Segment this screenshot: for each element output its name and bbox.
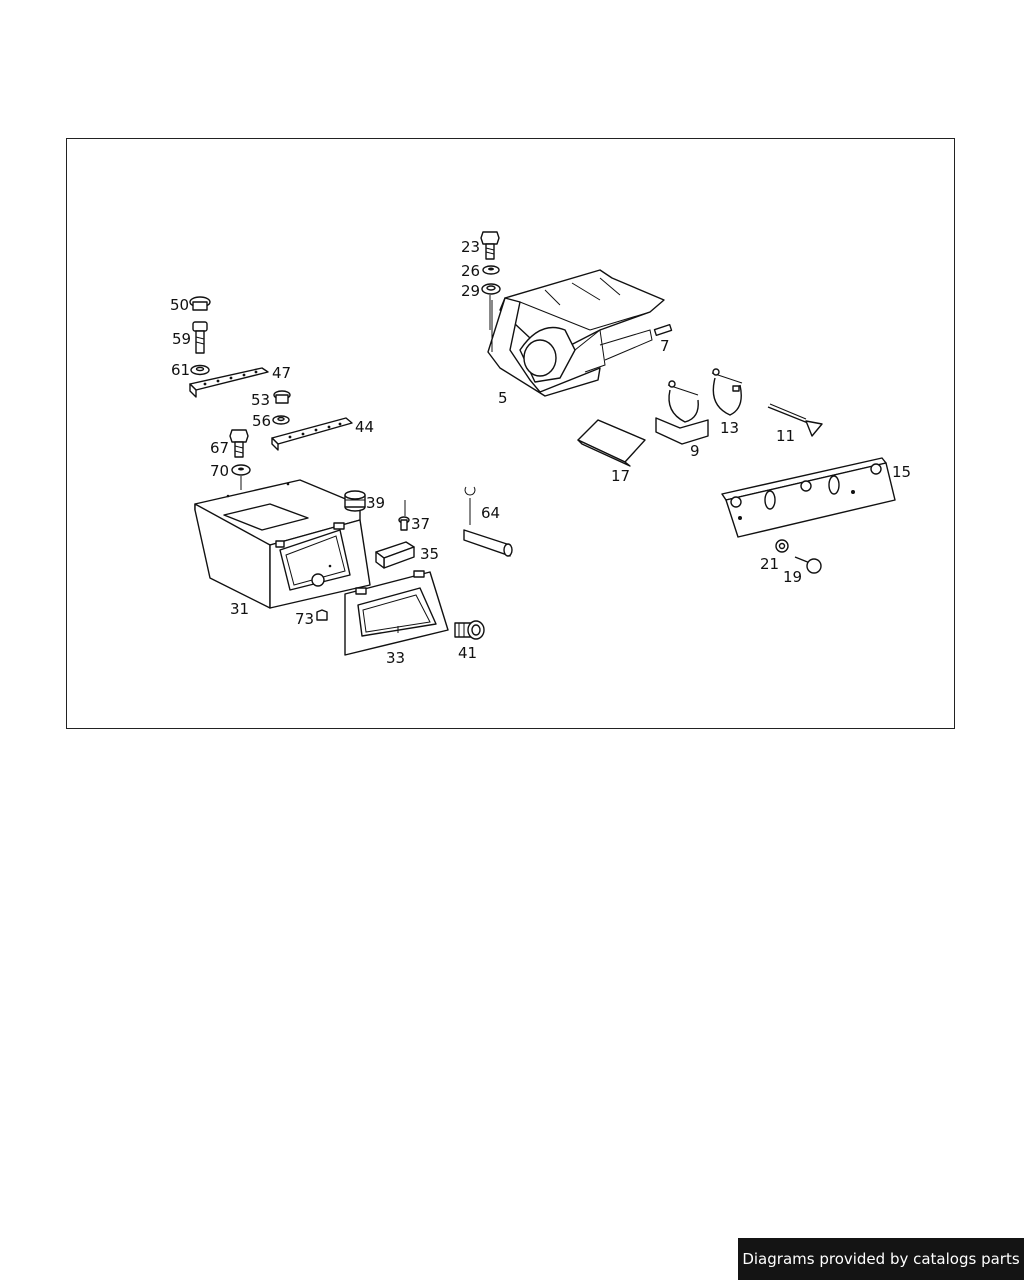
label-29: 29 [461, 282, 480, 300]
part-21-nut [775, 539, 789, 553]
label-7: 7 [660, 337, 670, 355]
part-39-grommet [344, 490, 366, 512]
parts-diagram: 23 26 29 7 5 50 59 61 47 53 56 44 67 70 … [170, 231, 911, 667]
label-13: 13 [720, 419, 739, 437]
part-15-bar [721, 457, 896, 538]
label-23: 23 [461, 238, 480, 256]
label-37: 37 [411, 515, 430, 533]
part-9-clamp [655, 380, 709, 445]
part-labels: 23 26 29 7 5 50 59 61 47 53 56 44 67 70 … [170, 238, 911, 667]
part-70-washer [231, 464, 251, 476]
part-5-bracket [487, 269, 665, 397]
label-64: 64 [481, 504, 500, 522]
part-33-door [344, 570, 449, 656]
part-73-clip [316, 609, 328, 621]
part-13-clamp [711, 368, 743, 416]
part-23-bolt [480, 231, 500, 260]
label-17: 17 [611, 467, 630, 485]
part-17-tray [577, 419, 646, 467]
diagram-frame [66, 138, 955, 729]
label-19: 19 [783, 568, 802, 586]
part-47-rail [189, 367, 269, 398]
label-5: 5 [498, 389, 508, 407]
label-50: 50 [170, 296, 189, 314]
label-44: 44 [355, 418, 374, 436]
part-56-washer [272, 415, 290, 425]
label-39: 39 [366, 494, 385, 512]
part-50-cap [189, 296, 211, 311]
label-53: 53 [251, 391, 270, 409]
label-9: 9 [690, 442, 700, 460]
part-67-bolt [229, 429, 249, 458]
part-26-washer [482, 265, 500, 275]
part-44-rail [271, 417, 353, 451]
part-59-screw [192, 321, 208, 354]
label-73: 73 [295, 610, 314, 628]
label-67: 67 [210, 439, 229, 457]
label-35: 35 [420, 545, 439, 563]
part-19-bolt [794, 556, 822, 574]
part-37-rivet [398, 500, 410, 531]
label-41: 41 [458, 644, 477, 662]
label-26: 26 [461, 262, 480, 280]
label-21: 21 [760, 555, 779, 573]
label-15: 15 [892, 463, 911, 481]
part-41-bushing [454, 620, 485, 640]
part-7-pin [653, 323, 673, 337]
label-59: 59 [172, 330, 191, 348]
part-64-strip [463, 486, 513, 557]
label-11: 11 [776, 427, 795, 445]
part-29-washer [481, 283, 501, 295]
credit-banner[interactable]: Diagrams provided by catalogs parts [738, 1238, 1024, 1280]
label-61: 61 [171, 361, 190, 379]
part-31-box [194, 479, 371, 609]
part-61-washer [190, 364, 210, 376]
label-47: 47 [272, 364, 291, 382]
label-31: 31 [230, 600, 249, 618]
label-56: 56 [252, 412, 271, 430]
label-70: 70 [210, 462, 229, 480]
part-11-hook [767, 403, 823, 437]
part-35-clip [375, 541, 415, 569]
part-53-cap [273, 390, 291, 404]
label-33: 33 [386, 649, 405, 667]
